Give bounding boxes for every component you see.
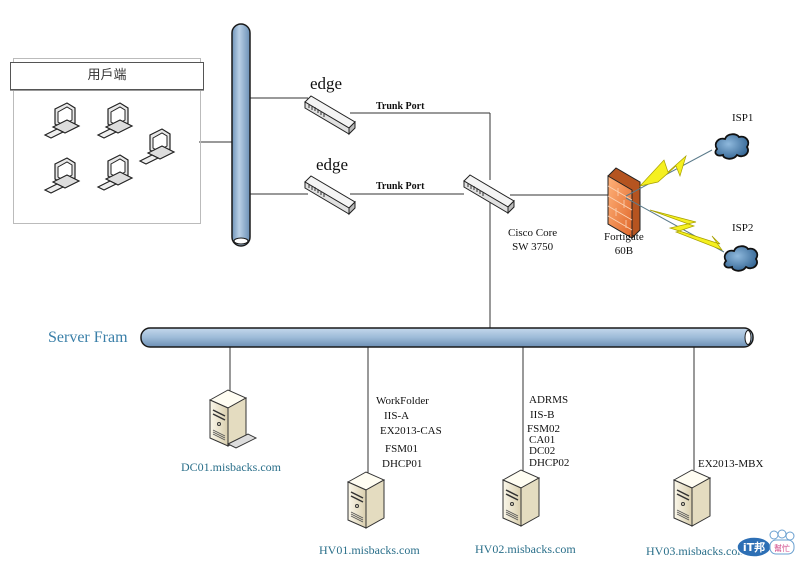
service-item: ADRMS [529, 394, 569, 406]
service-item: EX2013-MBX [698, 458, 764, 470]
service-item: FSM01 [385, 443, 419, 455]
dc01-hostname: DC01.misbacks.com [181, 460, 281, 474]
core-switch-label: Cisco Core SW 3750 [508, 226, 557, 254]
server-bus [140, 327, 754, 348]
service-item: IIS-B [530, 409, 555, 421]
server-bus-label: Server Fram [48, 329, 128, 346]
edge-switch-2-icon [304, 175, 356, 215]
service-item: DC02 [529, 445, 556, 457]
service-item: DHCP01 [382, 458, 423, 470]
isp2-label: ISP2 [732, 222, 754, 234]
core-switch-icon [463, 174, 515, 214]
service-item: WorkFolder [376, 395, 429, 407]
isp2-cloud-icon [723, 245, 759, 272]
service-item: EX2013-CAS [380, 425, 442, 437]
watermark-right-text: 幫忙 [774, 543, 790, 553]
firewall-label-line1: Fortigate [604, 231, 644, 243]
edge-switch-2-label: edge [316, 155, 349, 174]
firewall-label-line2: 60B [614, 245, 634, 257]
hv02-services: ADRMS IIS-B FSM02 CA01 DC02 DHCP02 [527, 394, 569, 469]
client-backbone-bus [231, 23, 251, 247]
core-switch-label-line1: Cisco Core [508, 227, 558, 239]
hv01-services: WorkFolder IIS-A EX2013-CAS FSM01 DHCP01 [376, 395, 442, 471]
edge-switch-1-icon [304, 95, 356, 135]
trunk-port-1-label: Trunk Port [376, 101, 425, 112]
service-item: IIS-A [384, 410, 410, 422]
service-item: CA01 [529, 434, 556, 446]
isp1-cloud-icon [714, 133, 750, 160]
ithelp-watermark-logo: iT邦 幫忙 [736, 529, 795, 558]
hv02-server-icon [502, 469, 540, 527]
hv03-server-icon [673, 469, 711, 527]
service-item: DHCP02 [529, 457, 570, 469]
firewall-label: Fortigate 60B [604, 230, 644, 258]
wan-link-isp2 [625, 197, 725, 253]
client-group-box [13, 58, 201, 224]
edge-switch-1-label: edge [310, 74, 343, 93]
isp1-label: ISP1 [732, 112, 754, 124]
hv03-services: EX2013-MBX [698, 458, 763, 471]
client-group-title: 用戶端 [10, 62, 204, 90]
connection-lines [199, 97, 695, 475]
hv02-hostname: HV02.misbacks.com [475, 542, 576, 556]
hv01-hostname: HV01.misbacks.com [319, 543, 420, 557]
hv01-server-icon [347, 471, 385, 529]
watermark-left-text: iT邦 [743, 540, 765, 554]
wan-link-isp1 [625, 149, 713, 197]
dc01-server-icon [209, 389, 258, 449]
firewall-icon [607, 167, 641, 239]
hv03-hostname: HV03.misbacks.com [646, 544, 747, 558]
service-item: FSM02 [527, 423, 561, 435]
core-switch-label-line2: SW 3750 [512, 241, 554, 253]
trunk-port-2-label: Trunk Port [376, 181, 425, 192]
